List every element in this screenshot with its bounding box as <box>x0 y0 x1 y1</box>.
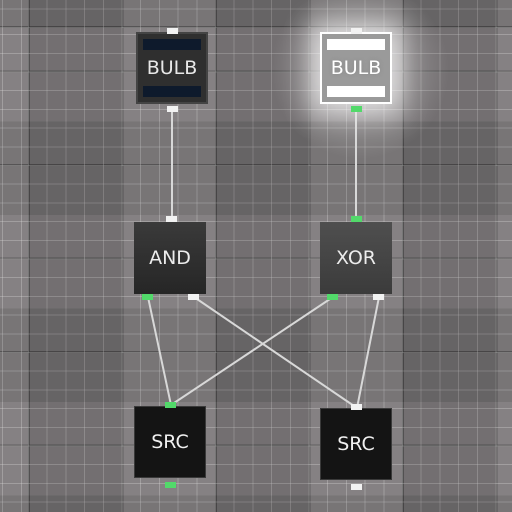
wire-src-left-to-and-a[interactable] <box>147 296 172 406</box>
source-right[interactable]: SRC <box>320 408 392 480</box>
source-right-label: SRC <box>337 433 375 455</box>
xor-gate-label: XOR <box>336 247 376 269</box>
and-gate[interactable]: AND <box>134 222 206 294</box>
xor-gate[interactable]: XOR <box>320 222 392 294</box>
bulb-left-bottom-bar <box>143 86 201 97</box>
and-gate-input-b-port[interactable] <box>188 294 199 300</box>
bulb-left[interactable]: BULB <box>136 32 208 104</box>
source-left-bottom-port[interactable] <box>165 482 176 488</box>
source-right-bottom-port[interactable] <box>351 484 362 490</box>
xor-gate-input-b-port[interactable] <box>373 294 384 300</box>
bulb-left-input-port[interactable] <box>167 106 178 112</box>
source-left-label: SRC <box>151 431 189 453</box>
bulb-left-top-bar <box>143 39 201 50</box>
and-gate-label: AND <box>149 247 191 269</box>
xor-gate-input-a-port[interactable] <box>327 294 338 300</box>
bulb-right-label: BULB <box>330 57 382 79</box>
bulb-left-top-port[interactable] <box>167 28 178 34</box>
bulb-right-top-port[interactable] <box>351 28 362 34</box>
source-left-output-port[interactable] <box>165 402 176 408</box>
bulb-right[interactable]: BULB <box>320 32 392 104</box>
wire-src-right-to-and-b[interactable] <box>193 296 358 409</box>
and-gate-input-a-port[interactable] <box>142 294 153 300</box>
bulb-left-label: BULB <box>146 57 198 79</box>
wire-src-right-to-xor-b[interactable] <box>356 296 380 409</box>
xor-gate-output-port[interactable] <box>351 216 362 222</box>
wire-src-left-to-xor-a[interactable] <box>170 296 334 406</box>
source-right-output-port[interactable] <box>351 404 362 410</box>
bulb-right-top-bar <box>327 39 385 50</box>
source-left[interactable]: SRC <box>134 406 206 478</box>
bulb-right-input-port[interactable] <box>351 106 362 112</box>
and-gate-output-port[interactable] <box>166 216 177 222</box>
bulb-right-bottom-bar <box>327 86 385 97</box>
